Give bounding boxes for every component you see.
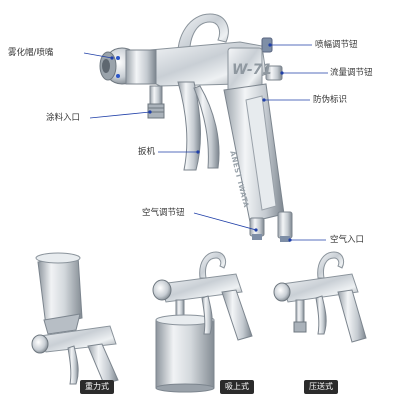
badge-siphon: 吸上式 — [220, 380, 254, 394]
label-trigger: 扳机 — [138, 147, 156, 157]
badge-pressure: 压送式 — [304, 380, 338, 394]
label-fan-knob: 喷幅调节钮 — [315, 40, 358, 50]
label-air-cap-nozzle: 雾化帽/喷嘴 — [8, 48, 54, 58]
leader-dot-icon — [110, 43, 292, 242]
gravity-gun — [31, 252, 119, 385]
label-flow-knob: 流量调节钮 — [330, 68, 373, 78]
pressure-gun — [273, 251, 367, 343]
main-spray-gun — [99, 13, 293, 242]
label-air-adjust-knob: 空气调节钮 — [142, 208, 185, 218]
label-air-inlet: 空气入口 — [330, 235, 365, 245]
leader-lines — [83, 44, 328, 241]
badge-gravity: 重力式 — [80, 380, 114, 394]
siphon-gun — [152, 251, 253, 393]
model-mark: W-71 — [232, 62, 273, 78]
label-paint-inlet: 涂料入口 — [46, 113, 81, 123]
label-anti-fake-mark: 防伪标识 — [313, 95, 348, 105]
